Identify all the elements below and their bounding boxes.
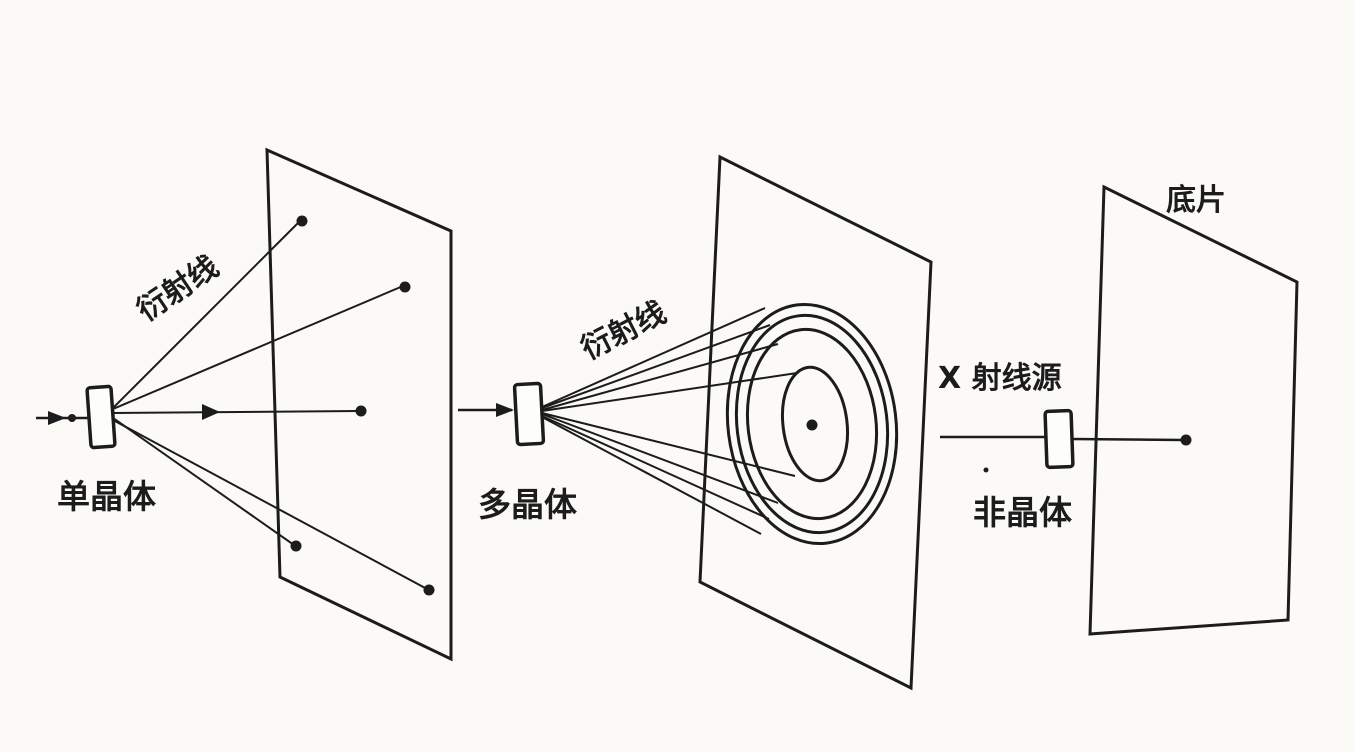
diffraction-ring [745,327,879,521]
diffraction-spot [296,215,308,227]
single-crystal-setup: 衍射线 单晶体 [36,147,453,662]
diffraction-ring [734,313,890,535]
single-crystal-sample [85,384,117,450]
central-ray-arrowhead [202,404,220,420]
diffraction-ring-inner [780,365,850,483]
cone-ray [541,324,771,409]
cone-ray [541,416,762,535]
xray-source-label: X 射线源 [938,361,1062,396]
cone-ray [541,307,766,408]
film-screen-middle [698,154,933,691]
diffraction-lines-label-left: 衍射线 [131,249,225,328]
film-screen-right [1088,184,1299,636]
cone-ray [541,415,770,520]
transmitted-beam [1071,437,1184,442]
cone-ray [541,412,796,477]
single-crystal-label: 单晶体 [57,477,156,516]
amorphous-sample [1043,408,1075,470]
cone-ray [541,343,779,411]
diffraction-spot [355,405,367,417]
diffraction-ring-outer [725,302,899,546]
polycrystal-setup: 衍射线 多晶体 [458,154,933,691]
beam-dot-left [68,414,76,422]
diffracted-ray [112,419,428,590]
cone-ray [541,372,798,412]
diffracted-ray [112,220,301,409]
incident-beam-arrowhead-middle [496,403,514,417]
cone-ray [541,413,779,504]
diffraction-spot [399,281,411,293]
central-beam-spot [806,419,818,431]
film-label: 底片 [1166,183,1226,218]
diffracted-ray [112,285,404,410]
film-screen-left [265,147,453,662]
central-beam-spot-right [1180,434,1192,446]
diffraction-spot [423,584,435,596]
polycrystal-label: 多晶体 [478,485,577,524]
diffraction-spot [290,540,302,552]
amorphous-label: 非晶体 [973,493,1072,532]
diffracted-ray-central [112,410,360,414]
polycrystal-sample [512,381,546,447]
diffracted-ray [112,417,295,546]
incident-beam-arrowhead-left [48,411,66,425]
amorphous-setup: X 射线源 底片 非晶体 [938,183,1299,636]
stray-mark [983,467,989,473]
